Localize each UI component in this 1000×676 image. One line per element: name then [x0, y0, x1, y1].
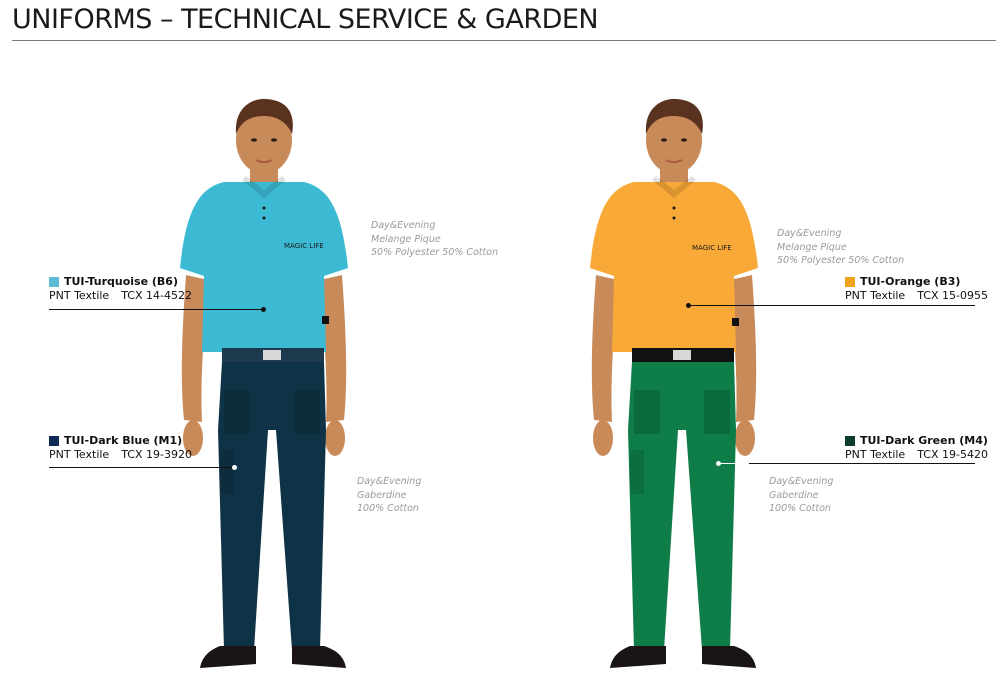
supplier-name: PNT Textile: [845, 289, 906, 302]
belt-buckle: [673, 350, 691, 360]
mouth: [255, 159, 273, 163]
shirt-button: [262, 206, 266, 210]
bottom-fabric-info: Day&Evening Gaberdine 100% Cotton: [357, 475, 421, 516]
pants-pocket: [704, 390, 730, 434]
pants-pocket: [634, 390, 660, 434]
leader-dot: [686, 303, 691, 308]
supplier-name: PNT Textile: [49, 289, 110, 302]
color-swatch: [49, 277, 59, 287]
sleeve-tag: [732, 318, 739, 326]
shirt-button: [672, 216, 676, 220]
color-spec-dark-green: TUI-Dark Green (M4) PNT Textile TCX 19-54…: [845, 434, 988, 462]
mouth: [665, 159, 683, 163]
leader-dot: [232, 465, 237, 470]
figure-garden-orange: MAGIC LIFE: [574, 90, 774, 676]
pants-pocket: [224, 390, 250, 434]
color-code: TCX 19-3920: [121, 448, 192, 461]
color-swatch: [845, 436, 855, 446]
eye: [271, 138, 277, 142]
leader-dot: [261, 307, 266, 312]
sleeve-tag: [322, 316, 329, 324]
fabric-line: Day&Evening: [357, 476, 422, 487]
belt-buckle: [263, 350, 281, 360]
cargo-pocket: [630, 450, 644, 494]
head: [646, 106, 702, 174]
shirt-collar: [652, 176, 696, 198]
right-hand: [325, 420, 345, 456]
fabric-line: 50% Polyester 50% Cotton: [777, 255, 905, 266]
figure-technical-turquoise: MAGIC LIFE: [164, 90, 364, 676]
leader-line: [689, 305, 975, 306]
shirt-logo: MAGIC LIFE: [692, 244, 732, 252]
page-title: UNIFORMS – TECHNICAL SERVICE & GARDEN: [12, 4, 599, 35]
color-code: TCX 14-4522: [121, 289, 192, 302]
fabric-line: Melange Pique: [777, 241, 847, 253]
supplier-name: PNT Textile: [845, 448, 906, 461]
shirt-button: [672, 206, 676, 210]
color-code: TCX 15-0955: [917, 289, 988, 302]
left-arm: [591, 275, 618, 422]
top-fabric-info: Day&Evening Melange Pique 50% Polyester …: [371, 219, 498, 260]
title-divider: [12, 40, 996, 41]
shirt-collar: [242, 176, 286, 198]
uniform-illustration: MAGIC LIFE: [590, 98, 758, 668]
fabric-line: 50% Polyester 50% Cotton: [371, 247, 499, 258]
shirt-button: [262, 216, 266, 220]
eye: [251, 138, 257, 142]
leader-dot: [716, 461, 721, 466]
head: [236, 106, 292, 174]
fabric-line: Day&Evening: [777, 228, 842, 239]
work-pants: [218, 362, 326, 650]
fabric-line: 100% Cotton: [357, 503, 419, 514]
color-swatch: [845, 277, 855, 287]
color-spec-dark-blue: TUI-Dark Blue (M1) PNT Textile TCX 19-392…: [49, 434, 192, 462]
right-arm: [730, 275, 757, 422]
bottom-fabric-info: Day&Evening Gaberdine 100% Cotton: [769, 475, 833, 516]
cargo-pocket: [220, 450, 234, 494]
hair: [235, 98, 293, 134]
fabric-line: Gaberdine: [769, 489, 819, 501]
right-shoe: [702, 646, 756, 668]
leader-line: [719, 463, 749, 464]
eye: [661, 138, 667, 142]
left-hand: [593, 420, 613, 456]
color-spec-orange: TUI-Orange (B3) PNT Textile TCX 15-0955: [845, 275, 988, 303]
eye: [681, 138, 687, 142]
color-swatch: [49, 436, 59, 446]
hair: [645, 98, 703, 134]
left-shoe: [610, 646, 666, 668]
pants-pocket: [294, 390, 320, 434]
right-arm: [320, 275, 347, 422]
leader-line: [749, 463, 975, 464]
work-pants: [628, 362, 736, 650]
leader-line: [49, 309, 263, 310]
left-shoe: [200, 646, 256, 668]
fabric-line: 100% Cotton: [769, 503, 831, 514]
left-arm: [181, 275, 208, 422]
right-shoe: [292, 646, 346, 668]
top-fabric-info: Day&Evening Melange Pique 50% Polyester …: [777, 227, 904, 268]
supplier-name: PNT Textile: [49, 448, 110, 461]
left-hand: [183, 420, 203, 456]
uniform-illustration: MAGIC LIFE: [180, 98, 348, 668]
fabric-line: Day&Evening: [371, 220, 436, 231]
color-spec-turquoise: TUI-Turquoise (B6) PNT Textile TCX 14-452…: [49, 275, 192, 303]
leader-line: [49, 467, 235, 468]
color-name: TUI-Dark Blue (M1): [64, 434, 183, 447]
fabric-line: Day&Evening: [769, 476, 834, 487]
color-name: TUI-Turquoise (B6): [64, 275, 178, 288]
polo-shirt: [590, 182, 758, 352]
color-code: TCX 19-5420: [917, 448, 988, 461]
right-hand: [735, 420, 755, 456]
color-name: TUI-Dark Green (M4): [860, 434, 988, 447]
fabric-line: Gaberdine: [357, 489, 407, 501]
color-name: TUI-Orange (B3): [860, 275, 961, 288]
shirt-logo: MAGIC LIFE: [284, 242, 324, 250]
fabric-line: Melange Pique: [371, 233, 441, 245]
